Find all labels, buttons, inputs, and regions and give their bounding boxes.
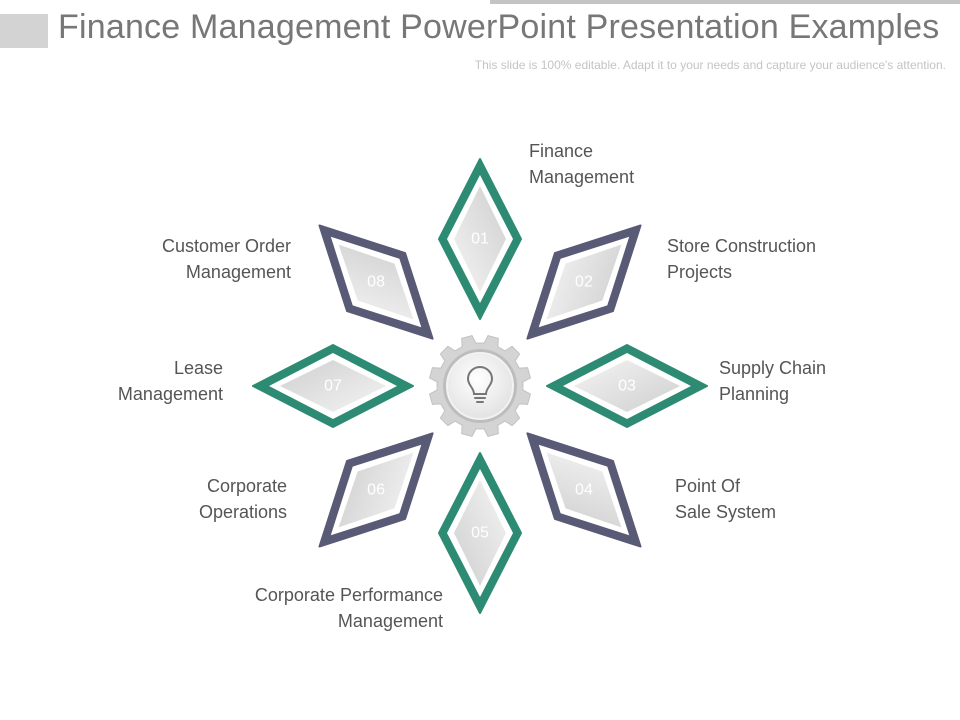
petal-number-02: 02 [575, 274, 593, 291]
petal-number-07: 07 [324, 378, 342, 395]
lightbulb-icon [466, 366, 494, 403]
petal-number-06: 06 [367, 481, 385, 498]
center-hub [443, 349, 517, 423]
label-05: Corporate Performance Management [254, 585, 443, 631]
petal-08: 08 [318, 224, 434, 340]
petal-03: 03 [546, 344, 708, 428]
slide-subtitle: This slide is 100% editable. Adapt it to… [474, 58, 946, 72]
label-08: Customer Order Management [161, 236, 291, 282]
petal-number-01: 01 [471, 231, 489, 248]
label-06: Corporate Operations [198, 476, 287, 522]
label-02: Store Construction Projects [667, 236, 817, 282]
title-accent-block [0, 14, 48, 48]
petal-07: 07 [252, 344, 414, 428]
petal-02: 02 [526, 224, 642, 340]
petal-06: 06 [318, 432, 434, 548]
petals: 01 02 03 04 05 06 07 08 [252, 158, 708, 614]
top-accent-bar [490, 0, 960, 4]
petal-04: 04 [526, 432, 642, 548]
petal-number-08: 08 [367, 274, 385, 291]
petal-number-03: 03 [618, 378, 636, 395]
label-01: Finance Management [529, 141, 635, 187]
label-04: Point Of Sale System [675, 476, 777, 522]
petal-number-04: 04 [575, 481, 593, 498]
petal-01: 01 [438, 158, 522, 320]
petal-number-05: 05 [471, 525, 489, 542]
petal-05: 05 [438, 452, 522, 614]
label-07: Lease Management [117, 358, 223, 404]
label-03: Supply Chain Planning [719, 358, 827, 404]
slide-title: Finance Management PowerPoint Presentati… [58, 8, 940, 46]
